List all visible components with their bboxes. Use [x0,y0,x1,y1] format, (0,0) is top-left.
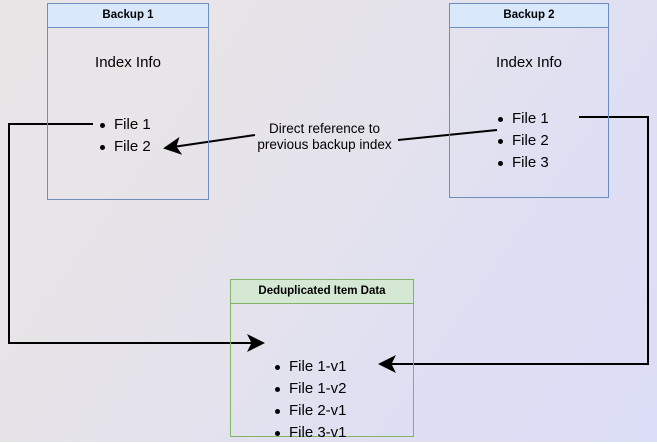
node-deduplicated-item-data[interactable]: Deduplicated Item Data File 1-v1 File 1-… [230,279,414,441]
backup-2-index-info-label: Index Info [496,54,562,71]
list-item: File 3-v1 [275,422,347,444]
node-backup-1[interactable]: Backup 1 Index Info File 1 File 2 [47,3,209,200]
edge-backup2-to-dedup [378,116,649,373]
backup-1-index-info-label: Index Info [95,54,161,71]
node-backup-2-header: Backup 2 [450,4,608,28]
node-backup-2-body: Index Info File 1 File 2 File 3 [450,28,608,197]
backup-2-file-list: File 1 File 2 File 3 [498,108,549,174]
list-item: File 1-v1 [275,356,347,378]
backup-1-file-list: File 1 File 2 [100,114,151,158]
dedup-file-list: File 1-v1 File 1-v2 File 2-v1 File 3-v1 [275,356,347,444]
list-item: File 2 [498,130,549,152]
node-backup-1-body: Index Info File 1 File 2 [48,28,208,199]
edge-direct-reference-right [397,129,498,141]
edge-label-direct-reference: Direct reference to previous backup inde… [257,121,392,152]
edge-direct-reference-left [163,134,256,155]
edge-backup1-to-dedup [8,123,265,352]
node-dedup-body: File 1-v1 File 1-v2 File 2-v1 File 3-v1 [231,304,413,441]
list-item: File 3 [498,152,549,174]
list-item: File 2 [100,136,151,158]
list-item: File 1 [100,114,151,136]
list-item: File 1 [498,108,549,130]
node-dedup-header: Deduplicated Item Data [231,280,413,304]
list-item: File 1-v2 [275,378,347,400]
list-item: File 2-v1 [275,400,347,422]
node-backup-1-header: Backup 1 [48,4,208,28]
node-backup-2[interactable]: Backup 2 Index Info File 1 File 2 File 3 [449,3,609,198]
